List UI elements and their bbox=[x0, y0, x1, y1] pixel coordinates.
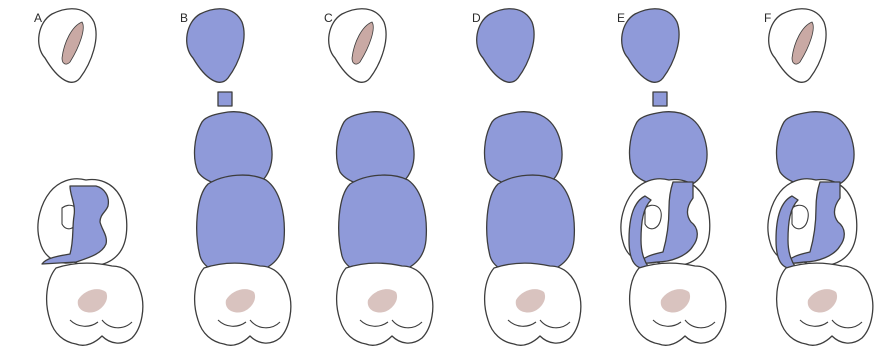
panel-d: D bbox=[472, 9, 581, 346]
pontic-upper bbox=[630, 112, 707, 188]
pontic-lower bbox=[487, 175, 575, 274]
panel-b: B bbox=[180, 9, 291, 346]
panel-label: A bbox=[34, 11, 42, 25]
panel-label: F bbox=[764, 11, 771, 25]
connector bbox=[218, 92, 232, 106]
pontic-lower bbox=[197, 175, 285, 274]
panel-f: F bbox=[764, 9, 873, 346]
panel-label: E bbox=[617, 11, 625, 25]
pontic-lower bbox=[339, 175, 427, 274]
panel-label: C bbox=[324, 11, 333, 25]
panel-c: C bbox=[324, 9, 433, 346]
premolar bbox=[477, 9, 534, 83]
connector bbox=[653, 92, 667, 106]
panel-e: E bbox=[617, 9, 726, 346]
panel-label: B bbox=[180, 11, 188, 25]
premolar bbox=[187, 9, 244, 83]
premolar bbox=[622, 9, 679, 83]
panel-label: D bbox=[472, 11, 481, 25]
pontic-upper bbox=[777, 112, 854, 188]
panel-a: A bbox=[34, 9, 143, 346]
